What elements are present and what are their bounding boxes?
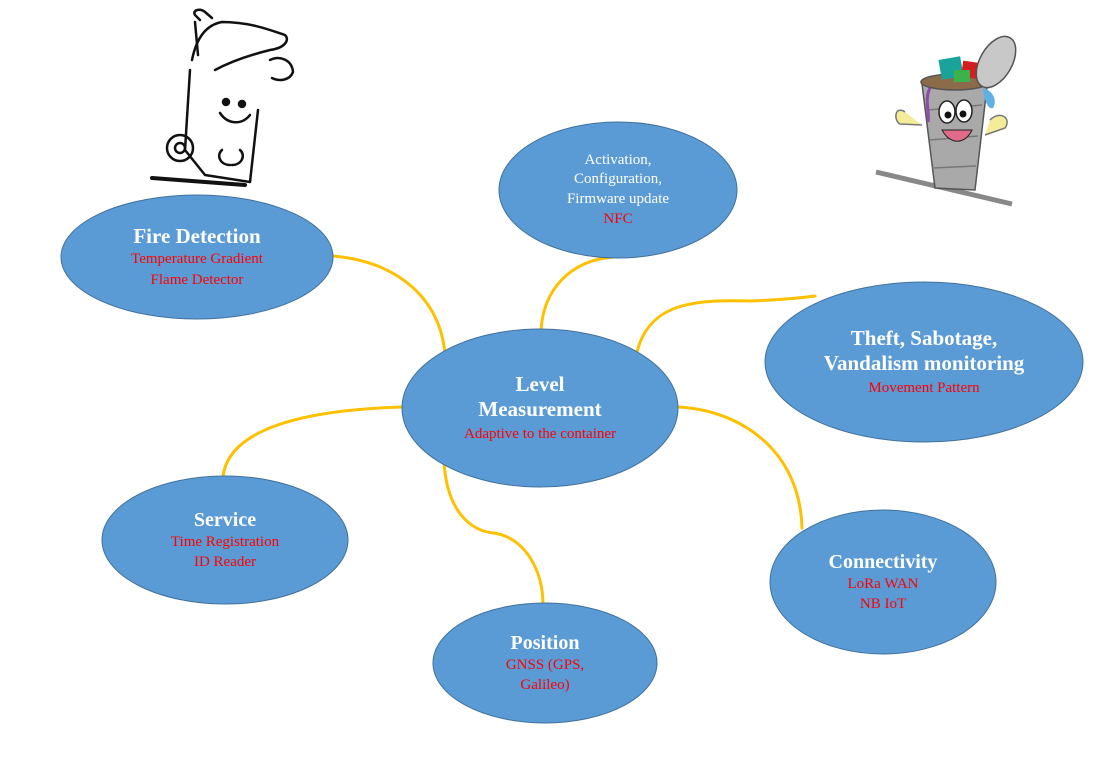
connector-position bbox=[442, 458, 545, 607]
node-fire-sub-1: Temperature Gradient bbox=[131, 251, 263, 268]
connector-service bbox=[221, 405, 405, 479]
node-center-title-1: Level bbox=[515, 371, 565, 396]
node-center-title-2: Measurement bbox=[478, 396, 602, 421]
node-service-sub-1: Time Registration bbox=[170, 533, 280, 550]
node-connectivity-shape bbox=[769, 509, 997, 655]
node-position-shape bbox=[432, 602, 658, 724]
node-nfc-sub: NFC bbox=[603, 211, 633, 228]
node-center-shape bbox=[401, 328, 679, 488]
node-fire-sub-2: Flame Detector bbox=[150, 271, 244, 288]
connector-theft bbox=[635, 294, 817, 354]
node-connectivity-sub-1: LoRa WAN bbox=[847, 575, 919, 592]
node-theft-title-1: Theft, Sabotage, bbox=[850, 325, 998, 350]
connector-connectivity bbox=[676, 405, 804, 530]
node-theft-shape bbox=[764, 281, 1084, 443]
node-nfc[interactable]: Activation, Configuration, Firmware upda… bbox=[499, 122, 737, 258]
node-connectivity-sub-2: NB IoT bbox=[859, 596, 907, 612]
node-position-title: Position bbox=[510, 631, 580, 654]
node-nfc-shape bbox=[498, 121, 738, 259]
node-service-shape bbox=[101, 475, 349, 605]
node-theft-title-2: Vandalism monitoring bbox=[823, 350, 1025, 375]
trash-can-mascot-icon bbox=[875, 35, 1017, 207]
node-center-sub: Adaptive to the container bbox=[463, 426, 617, 443]
node-position[interactable]: Position GNSS (GPS, Galileo) bbox=[433, 603, 657, 723]
connector-nfc bbox=[539, 255, 616, 333]
node-nfc-desc-3: Firmware update bbox=[566, 190, 670, 207]
node-connectivity[interactable]: Connectivity LoRa WAN NB IoT bbox=[770, 510, 996, 654]
node-nfc-desc-2: Configuration, bbox=[574, 171, 662, 188]
node-position-sub-1: GNSS (GPS, bbox=[505, 656, 585, 673]
node-service-sub-2: ID Reader bbox=[193, 554, 257, 570]
node-fire-shape bbox=[60, 194, 334, 320]
node-theft-sub: Movement Pattern bbox=[868, 380, 980, 397]
node-service-title: Service bbox=[193, 508, 257, 531]
node-theft[interactable]: Theft, Sabotage, Vandalism monitoring Mo… bbox=[765, 282, 1083, 442]
node-center[interactable]: Level Measurement Adaptive to the contai… bbox=[402, 329, 678, 487]
node-service[interactable]: Service Time Registration ID Reader bbox=[102, 476, 348, 604]
node-fire[interactable]: Fire Detection Temperature Gradient Flam… bbox=[61, 195, 333, 319]
node-fire-title: Fire Detection bbox=[133, 224, 261, 249]
connector-fire bbox=[331, 254, 447, 356]
recycling-bin-mascot-icon bbox=[150, 8, 295, 187]
node-position-sub-2: Galileo) bbox=[520, 677, 570, 693]
node-connectivity-title: Connectivity bbox=[828, 550, 938, 573]
node-nfc-desc-1: Activation, bbox=[584, 151, 652, 168]
